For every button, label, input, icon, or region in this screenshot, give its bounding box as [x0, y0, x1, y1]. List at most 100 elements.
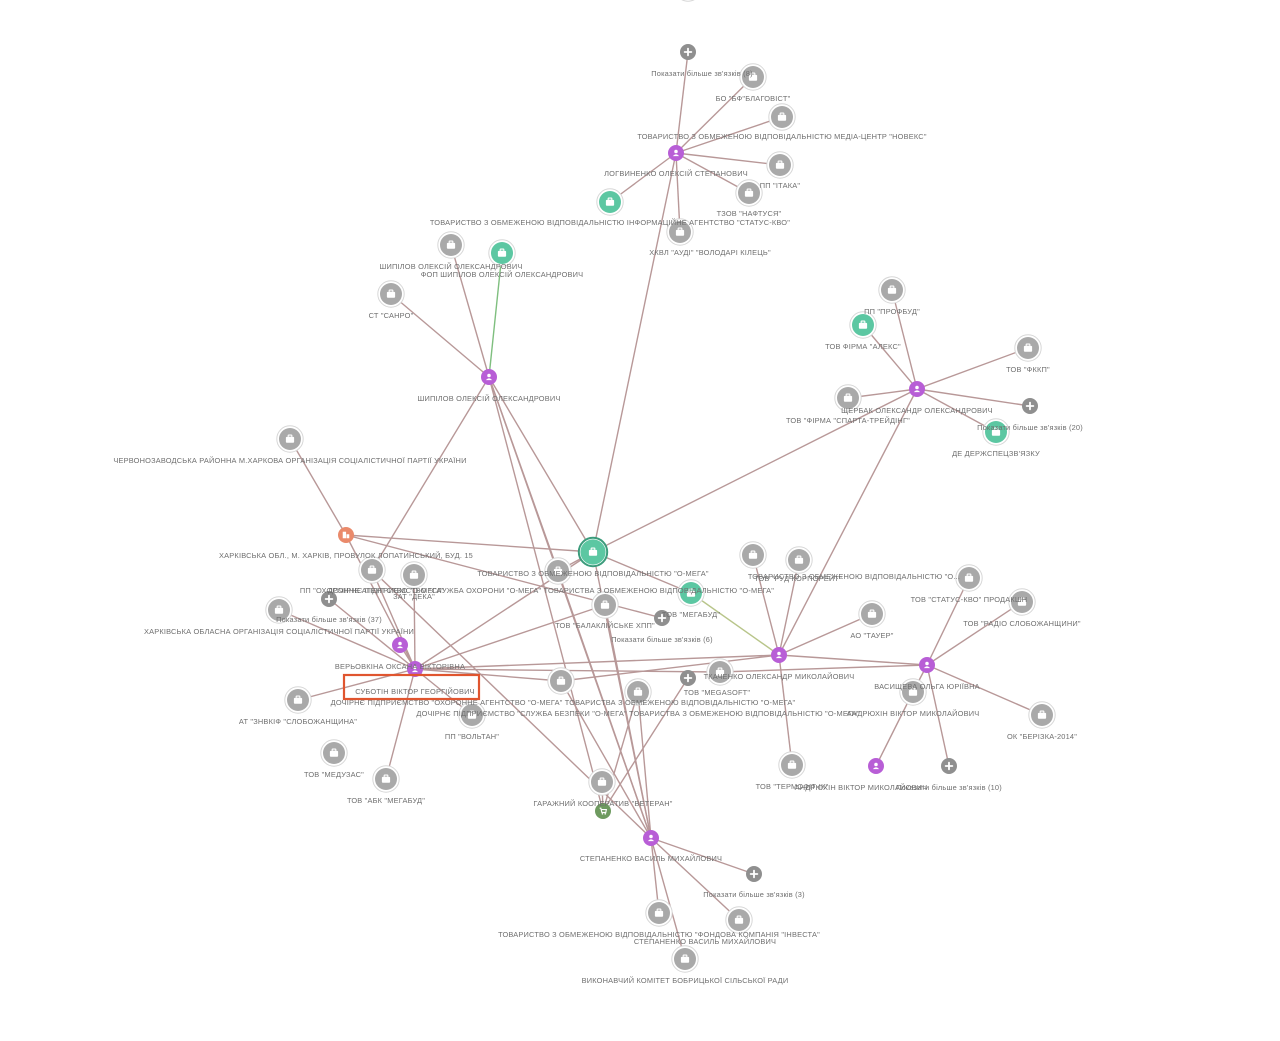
graph-node-company-active[interactable]: [596, 188, 624, 216]
graph-node-company[interactable]: [544, 557, 572, 585]
graph-node-company[interactable]: [739, 63, 767, 91]
graph-node-company[interactable]: [400, 561, 428, 589]
graph-node-company[interactable]: [276, 425, 304, 453]
graph-node-more[interactable]: [680, 670, 696, 686]
edge-n_fkkp-p_shcherbak: [916, 347, 1029, 390]
plus-icon: [749, 869, 759, 879]
briefcase-icon: [654, 908, 664, 917]
graph-node-address[interactable]: [338, 527, 354, 543]
briefcase-icon: [1023, 343, 1033, 352]
graph-node-company[interactable]: [547, 667, 575, 695]
graph-node-person[interactable]: [392, 637, 408, 653]
briefcase-icon: [680, 954, 690, 963]
edge-n_chervono-a_addr: [289, 438, 347, 536]
graph-node-company[interactable]: [372, 765, 400, 793]
graph-node-company[interactable]: [437, 231, 465, 259]
graph-node-person[interactable]: [481, 369, 497, 385]
graph-node-company[interactable]: [955, 564, 983, 592]
graph-node-company[interactable]: [320, 739, 348, 767]
graph-node-more[interactable]: [680, 44, 696, 60]
graph-node-company[interactable]: [284, 686, 312, 714]
graph-node-company[interactable]: [1028, 701, 1056, 729]
node-label: ДОЧІРНЄ ПІДПРИЄМСТВО "СЛУЖБА БЕЗПЕКИ "О-…: [416, 709, 859, 718]
graph-node-company[interactable]: [666, 218, 694, 246]
briefcase-icon: [867, 609, 877, 618]
graph-node-more[interactable]: [321, 591, 337, 607]
edge-n_dochirne_bezp-p_stepanenko: [637, 691, 652, 839]
edge-n_andriukhin_c-p_andriukhin: [875, 691, 914, 767]
graph-node-company[interactable]: [671, 945, 699, 973]
briefcase-icon: [285, 434, 295, 443]
node-label: Показати більше зв'язків (8): [651, 69, 752, 78]
graph-node-person[interactable]: [919, 657, 935, 673]
graph-node-company[interactable]: [591, 591, 619, 619]
node-label: ДОЧІРНЄ ПІДПРИЄМСТВО "ОХОРОННЕ АГЕНТСТВО…: [331, 698, 796, 707]
briefcase-icon: [386, 289, 396, 298]
graph-node-company[interactable]: [1014, 334, 1042, 362]
graph-node-more[interactable]: [746, 866, 762, 882]
briefcase-icon: [787, 760, 797, 769]
graph-node-person[interactable]: [868, 758, 884, 774]
edge-n_pp_omega-p_subotin: [371, 569, 416, 670]
graph-node-person[interactable]: [407, 661, 423, 677]
graph-node-company[interactable]: [768, 103, 796, 131]
briefcase-icon: [600, 600, 610, 609]
graph-node-more[interactable]: [1022, 398, 1038, 414]
graph-node-company[interactable]: [834, 384, 862, 412]
node-label: ТОВ "РУД КОРПОРЕЙТ": [754, 574, 842, 583]
graph-node-company-active[interactable]: [577, 536, 609, 568]
graph-node-company[interactable]: [785, 546, 813, 574]
node-label: ПП "ВОЛЬТАН": [445, 732, 499, 741]
edge-p_stepanenko-n_more3: [650, 837, 755, 875]
graph-node-more[interactable]: [941, 758, 957, 774]
node-label: ГАРАЖНИЙ КООПЕРАТИВ "ВЕТЕРАН": [533, 799, 672, 808]
graph-node-company[interactable]: [778, 751, 806, 779]
edge-p_subotin-n_balakliia: [414, 604, 606, 670]
graph-node-company[interactable]: [265, 596, 293, 624]
briefcase-icon: [734, 915, 744, 924]
graph-node-company[interactable]: [624, 678, 652, 706]
node-label: ТОВ "ФІРМА "СПАРТА-ТРЕЙДІНГ": [786, 416, 910, 425]
graph-node-company[interactable]: [878, 276, 906, 304]
briefcase-icon: [497, 248, 507, 257]
edge-p_shcherbak-p_tkachenko: [778, 388, 918, 656]
plus-icon: [944, 761, 954, 771]
graph-node-company[interactable]: [725, 906, 753, 934]
graph-node-person[interactable]: [771, 647, 787, 663]
edge-n_zat-p_subotin: [413, 574, 416, 670]
node-label: Показати більше зв'язків (3): [703, 890, 804, 899]
graph-node-company[interactable]: [458, 701, 486, 729]
graph-node-cooperative[interactable]: [595, 803, 611, 819]
edge-n_berizka-p_vasyshche: [926, 664, 1043, 716]
graph-node-company[interactable]: [766, 151, 794, 179]
graph-node-company[interactable]: [1008, 588, 1036, 616]
graph-node-company[interactable]: [858, 600, 886, 628]
graph-node-company[interactable]: [899, 678, 927, 706]
graph-node-company[interactable]: [706, 658, 734, 686]
graph-node-company-active[interactable]: [677, 579, 705, 607]
graph-node-company-active[interactable]: [982, 418, 1010, 446]
graph-node-person[interactable]: [668, 145, 684, 161]
graph-node-company[interactable]: [358, 556, 386, 584]
briefcase-icon: [964, 573, 974, 582]
graph-node-person[interactable]: [909, 381, 925, 397]
briefcase-icon: [675, 227, 685, 236]
graph-node-more[interactable]: [654, 610, 670, 626]
node-label: АТ "ЗНВКІФ "СЛОБОЖАНЩИНА": [239, 717, 357, 726]
graph-node-company[interactable]: [675, 0, 701, 2]
graph-node-company[interactable]: [588, 768, 616, 796]
briefcase-icon: [991, 427, 1001, 436]
graph-node-company[interactable]: [735, 179, 763, 207]
graph-node-company[interactable]: [645, 899, 673, 927]
briefcase-icon: [843, 393, 853, 402]
briefcase-icon: [1017, 597, 1027, 606]
graph-node-company[interactable]: [739, 541, 767, 569]
briefcase-icon: [744, 188, 754, 197]
graph-node-company-active[interactable]: [488, 239, 516, 267]
graph-node-person[interactable]: [643, 830, 659, 846]
graph-node-company-active[interactable]: [849, 311, 877, 339]
node-label: АНДРЮХІН ВІКТОР МИКОЛАЙОВИЧ: [847, 709, 980, 718]
node-label: ТОВАРИСТВО З ОБМЕЖЕНОЮ ВІДПОВІДАЛЬНІСТЮ …: [748, 572, 960, 581]
graph-node-company[interactable]: [377, 280, 405, 308]
